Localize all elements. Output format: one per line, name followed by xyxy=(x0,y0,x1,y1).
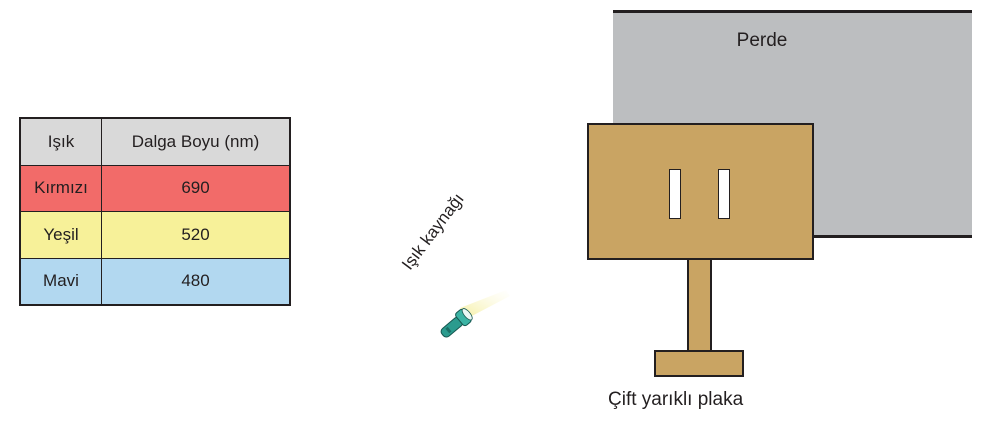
flashlight-icon xyxy=(440,290,510,338)
light-name-red: Kırmızı xyxy=(19,164,102,212)
wavelength-green: 520 xyxy=(101,211,291,259)
light-name-green: Yeşil xyxy=(19,211,102,259)
table-header-row: Işık Dalga Boyu (nm) xyxy=(19,117,291,166)
wavelength-red: 690 xyxy=(101,164,291,212)
header-light: Işık xyxy=(19,117,102,166)
source-label: Işık kaynağı xyxy=(398,189,468,274)
slit-right xyxy=(718,169,730,219)
screen-label: Perde xyxy=(736,30,788,51)
plate-post xyxy=(687,260,712,352)
header-wavelength: Dalga Boyu (nm) xyxy=(101,117,291,166)
table-row: Mavi 480 xyxy=(19,257,291,306)
double-slit-plate xyxy=(587,123,814,260)
plate-base xyxy=(654,350,744,377)
wavelength-table: Işık Dalga Boyu (nm) Kırmızı 690 Yeşil 5… xyxy=(19,117,291,306)
wavelength-blue: 480 xyxy=(101,257,291,306)
plate-label: Çift yarıklı plaka xyxy=(608,389,744,410)
light-name-blue: Mavi xyxy=(19,257,102,306)
slit-left xyxy=(669,169,681,219)
table-row: Kırmızı 690 xyxy=(19,164,291,212)
table-row: Yeşil 520 xyxy=(19,211,291,259)
